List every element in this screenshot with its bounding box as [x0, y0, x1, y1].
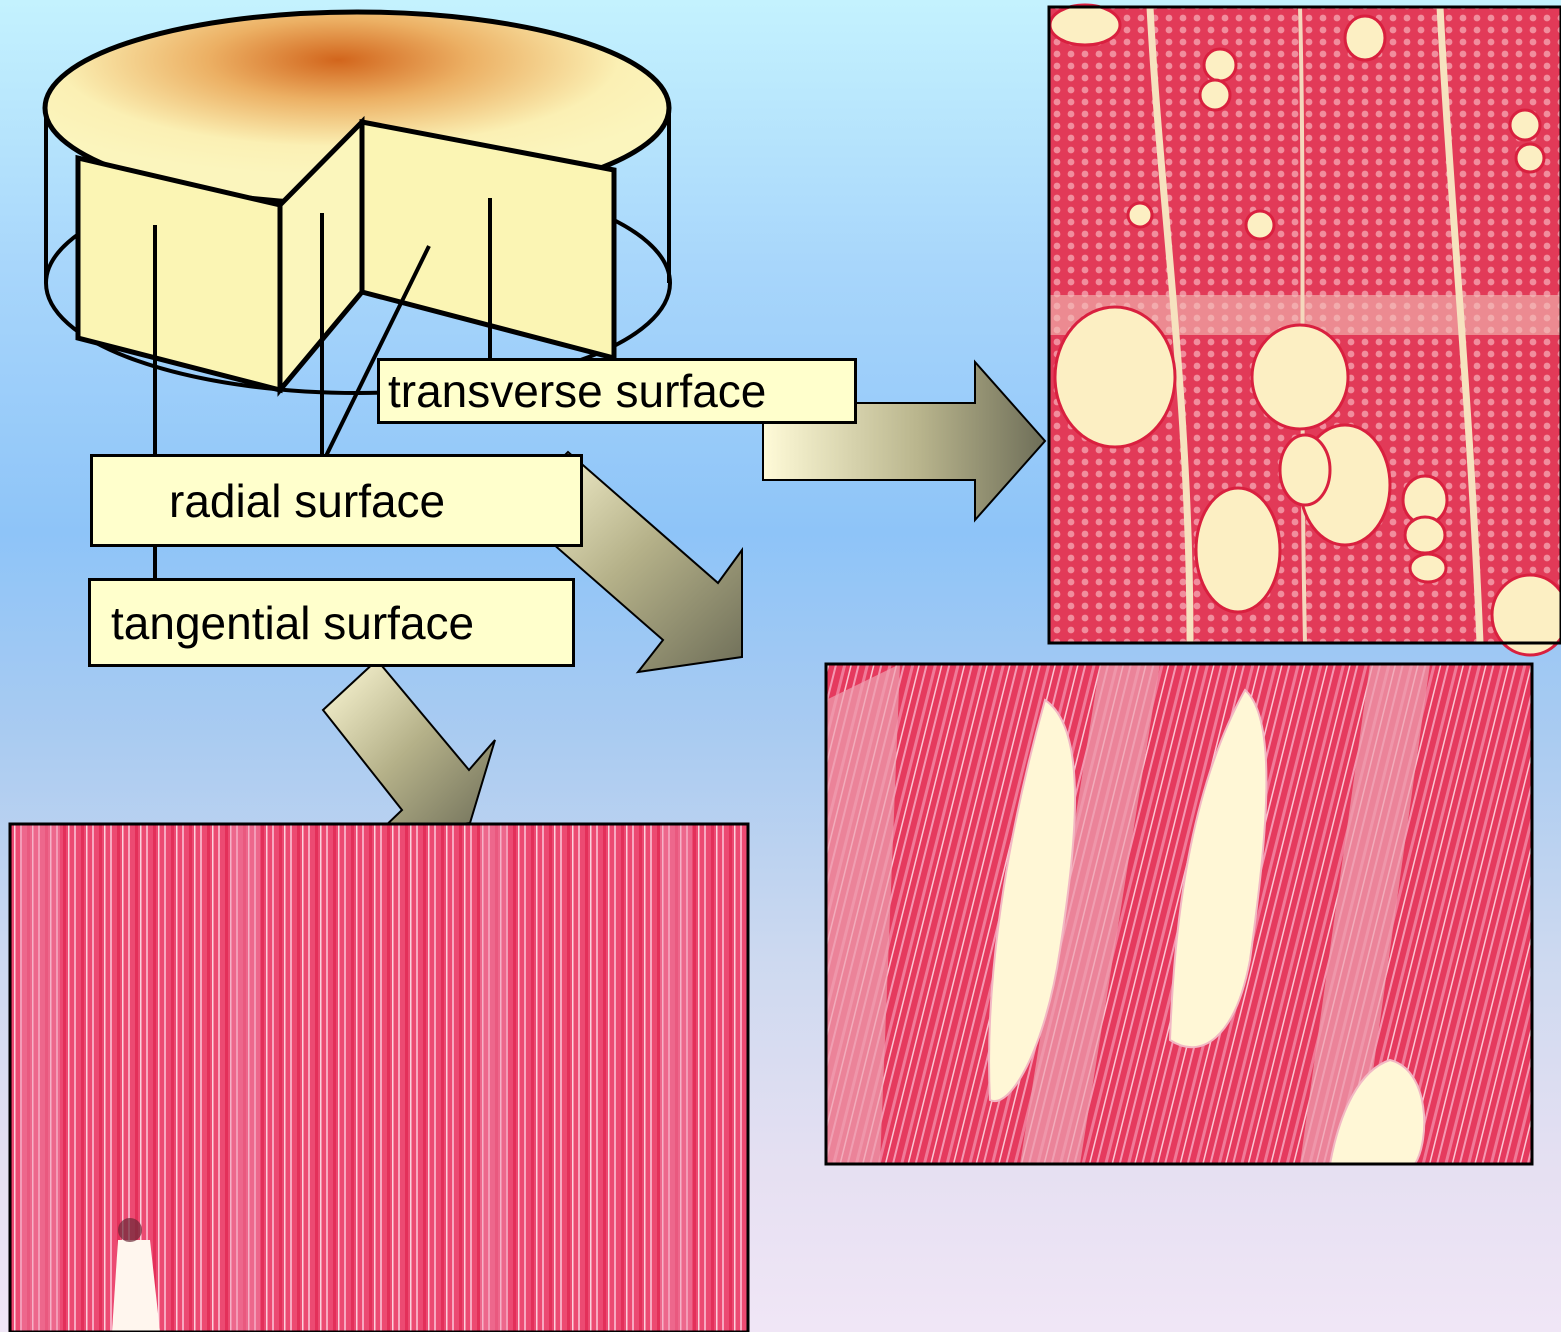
- transverse-surface-text: transverse surface: [388, 368, 766, 414]
- radial-section-micrograph: [826, 664, 1532, 1164]
- transverse-surface-label: transverse surface: [377, 358, 857, 424]
- arrow-to-tangential-micrograph: [323, 660, 495, 834]
- tangential-surface-text: tangential surface: [111, 600, 474, 646]
- tangential-surface-label: tangential surface: [88, 578, 575, 667]
- radial-surface-label: radial surface: [90, 454, 583, 547]
- tangential-section-micrograph: [10, 824, 748, 1332]
- radial-surface-text: radial surface: [169, 478, 445, 524]
- transverse-section-micrograph: [1049, 5, 1561, 655]
